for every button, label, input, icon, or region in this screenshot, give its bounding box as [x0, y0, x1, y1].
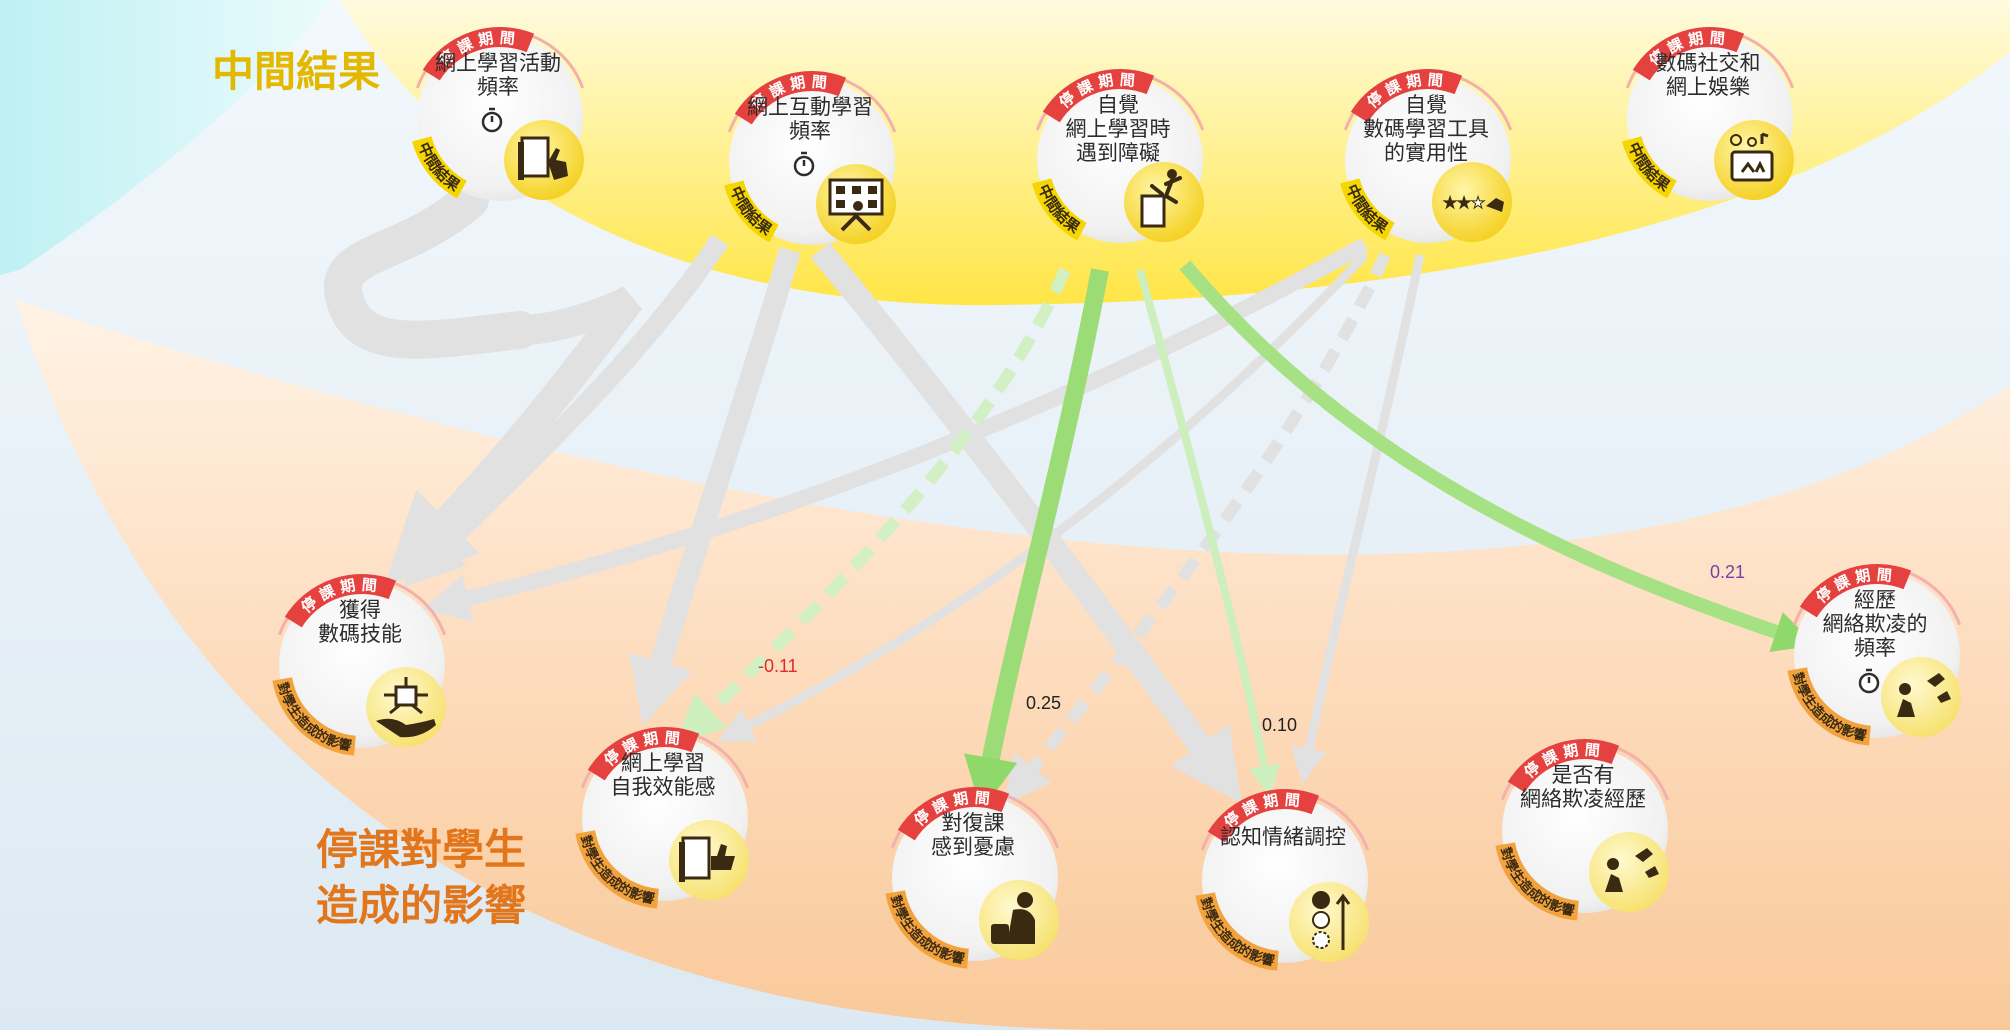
node-title-line: 認知情緒調控	[1220, 825, 1346, 849]
book-touch-icon	[504, 120, 584, 200]
period-badge	[1042, 69, 1155, 123]
intermediate-results-label: 中間結果	[212, 47, 381, 96]
stopwatch-icon	[481, 107, 503, 133]
group-badge	[575, 829, 660, 909]
node-title-line: 網絡欺凌的	[1823, 612, 1928, 636]
coef-obstacles-worry: 0.25	[1026, 693, 1062, 713]
mood-scale-icon	[1289, 882, 1369, 962]
hand-skills-icon	[366, 667, 446, 747]
group-badge	[1195, 891, 1280, 971]
node-title-line: 自覺	[1405, 93, 1447, 117]
period-badge	[897, 787, 1010, 841]
path-obstacles-to-emotion	[1136, 268, 1281, 798]
node-title-line: 頻率	[1854, 636, 1896, 660]
svg-text:★: ★	[1457, 195, 1471, 212]
node-title-line: 遇到障礙	[1076, 141, 1160, 165]
node-title-line: 網上互動學習	[747, 95, 873, 119]
group-badge	[1032, 177, 1088, 241]
impact-label-line1: 停課對學生	[316, 825, 527, 874]
period-badge	[1632, 27, 1745, 81]
svg-text:★: ★	[1471, 195, 1485, 212]
node-title-line: 數碼技能	[318, 622, 402, 646]
period-badge	[1350, 69, 1463, 123]
bullying-icon	[1881, 657, 1961, 737]
group-badge	[885, 889, 970, 969]
node-title-line: 獲得	[339, 598, 381, 622]
node-title-line: 數碼社交和	[1656, 51, 1761, 75]
svg-text:★: ★	[1443, 195, 1457, 212]
coef-obstacles-emotion: 0.10	[1262, 715, 1298, 735]
group-badge	[1495, 841, 1580, 921]
path-usefulness-to-worry	[1003, 252, 1391, 806]
node-title-line: 頻率	[477, 75, 519, 99]
period-badge	[1207, 789, 1320, 843]
obstacle-climb-icon	[1124, 162, 1204, 242]
impact-label-line2: 造成的影響	[316, 881, 527, 930]
period-badge	[1507, 739, 1620, 793]
period-badge	[1799, 564, 1912, 618]
period-badge	[422, 27, 535, 81]
path-interactive-to-emotion	[810, 242, 1242, 804]
bullying-icon	[1589, 832, 1669, 912]
path-obstacles-to-bullying-freq	[1179, 260, 1816, 652]
group-badge	[1622, 135, 1678, 199]
online-class-icon	[816, 164, 896, 244]
tablet-social-icon	[1714, 120, 1794, 200]
period-badge	[734, 71, 847, 125]
stopwatch-icon	[793, 151, 815, 177]
node-title-line: 的實用性	[1384, 141, 1468, 165]
node-title-line: 對復課	[942, 811, 1005, 835]
path-usefulness-to-skills	[421, 237, 1369, 622]
group-badge	[724, 179, 780, 243]
path-interactive-to-skills	[403, 234, 729, 587]
group-badge	[1340, 177, 1396, 241]
path-obstacles-to-worry	[964, 268, 1109, 812]
impact-label: 停課對學生 造成的影響	[316, 822, 526, 934]
path-usefulness-to-emotion	[1291, 254, 1425, 785]
star-rating-icon: ★★★	[1432, 162, 1512, 242]
node-title-line: 網上學習活動	[435, 51, 561, 75]
path-activity-loop	[324, 181, 539, 359]
node-title-line: 感到憂慮	[931, 835, 1015, 859]
group-badge	[272, 676, 357, 756]
path-activity-to-skills	[384, 286, 642, 586]
coef-obstacles-bullying: 0.21	[1710, 562, 1746, 582]
book-thumbsup-icon	[669, 820, 749, 900]
node-title-line: 網上學習時	[1066, 117, 1171, 141]
node-title-line: 自覺	[1097, 93, 1139, 117]
path-obstacles-to-efficacy	[676, 267, 1071, 744]
node-title-line: 網上娛樂	[1666, 75, 1750, 99]
path-usefulness-to-efficacy	[717, 251, 1369, 742]
cyan-band	[0, 0, 330, 275]
node-title-line: 自我效能感	[611, 775, 716, 799]
group-badge	[412, 135, 468, 199]
node-title-line: 數碼學習工具	[1363, 117, 1489, 141]
period-badge	[284, 574, 397, 628]
coef-obstacles-efficacy: -0.11	[758, 656, 798, 676]
node-title-line: 網絡欺凌經歷	[1520, 787, 1646, 811]
node-title-line: 頻率	[789, 119, 831, 143]
period-badge	[587, 727, 700, 781]
group-badge	[1787, 666, 1872, 746]
stopwatch-icon	[1858, 668, 1880, 694]
node-title-line: 是否有	[1552, 763, 1615, 787]
node-title-line: 網上學習	[621, 751, 705, 775]
node-title-line: 經歷	[1854, 588, 1896, 612]
path-interactive-to-efficacy	[629, 246, 801, 726]
worried-student-icon	[979, 880, 1059, 960]
